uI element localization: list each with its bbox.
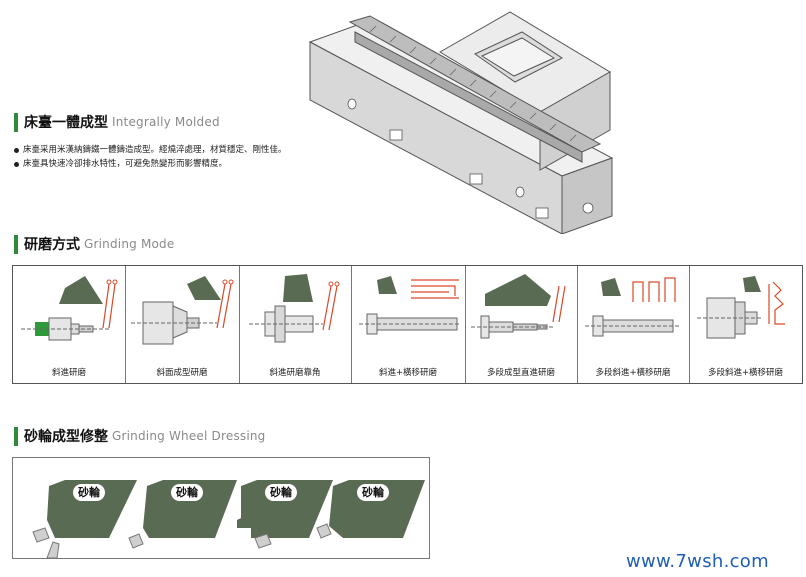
section-title-grinding: 研磨方式 Grinding Mode bbox=[14, 234, 174, 254]
wheel-label: 砂輪 bbox=[357, 484, 389, 501]
grinding-mode-label: 斜面成型研磨 bbox=[156, 368, 208, 378]
section-accent-bar bbox=[14, 426, 18, 446]
section-title-zh: 研磨方式 bbox=[24, 237, 80, 253]
grinding-mode-label: 多段斜進+橫移研磨 bbox=[707, 368, 784, 378]
grinding-mode-illustration bbox=[131, 276, 234, 345]
wheel-label: 砂輪 bbox=[73, 484, 105, 501]
grinding-mode-illustration bbox=[471, 274, 566, 339]
section-title-en: Grinding Mode bbox=[84, 237, 175, 251]
grinding-mode-panel: 斜進研磨 斜面成型研磨 斜進研磨靠角 bbox=[12, 265, 803, 384]
bullet-dot-icon bbox=[14, 161, 19, 167]
grinding-mode-cell: 斜進+橫移研磨 bbox=[351, 266, 466, 383]
wheel-dressing-illustration bbox=[32, 480, 425, 558]
wheel-dressing-panel: 砂輪 砂輪 砂輪 砂輪 bbox=[12, 457, 430, 559]
section-title-en: Integrally Molded bbox=[112, 115, 220, 129]
grinding-mode-illustration bbox=[697, 276, 785, 339]
grinding-mode-cell: 多段斜進+橫移研磨 bbox=[689, 266, 802, 383]
bullet-dot-icon bbox=[14, 147, 19, 153]
bullet-item: 床臺具快速冷卻排水特性，可避免熱變形而影響精度。 bbox=[14, 157, 287, 171]
section-title-dressing: 砂輪成型修整 Grinding Wheel Dressing bbox=[14, 426, 266, 446]
molded-bullet-list: 床臺采用米漢納鑄鐵一體鑄造成型。經燒淬處理，材質穩定、剛性佳。 床臺具快速冷卻排… bbox=[14, 143, 287, 171]
grinding-mode-label: 斜進研磨靠角 bbox=[269, 368, 321, 378]
section-title-molded: 床臺一體成型 Integrally Molded bbox=[14, 112, 220, 132]
section-title-zh: 砂輪成型修整 bbox=[24, 429, 108, 445]
watermark-site-link[interactable]: www.7wsh.com bbox=[626, 551, 769, 572]
grinding-mode-cell: 斜進研磨靠角 bbox=[239, 266, 352, 383]
grinding-mode-illustration bbox=[21, 276, 118, 341]
grinding-mode-label: 多段斜進+橫移研磨 bbox=[595, 368, 671, 378]
grinding-mode-illustration bbox=[585, 277, 679, 337]
grinding-mode-cell: 多段成型直進研磨 bbox=[465, 266, 578, 383]
grinding-mode-label: 多段成型直進研磨 bbox=[486, 368, 555, 378]
grinding-mode-label: 斜進+橫移研磨 bbox=[378, 368, 438, 378]
section-accent-bar bbox=[14, 234, 18, 254]
section-title-zh: 床臺一體成型 bbox=[24, 115, 108, 131]
section-title-en: Grinding Wheel Dressing bbox=[112, 429, 266, 443]
grinding-mode-illustration bbox=[359, 276, 459, 335]
grinding-mode-illustration bbox=[249, 274, 340, 343]
grinding-mode-cell: 斜面成型研磨 bbox=[125, 266, 240, 383]
machine-bed-illustration bbox=[308, 11, 614, 234]
wheel-label: 砂輪 bbox=[265, 484, 297, 501]
bullet-item: 床臺采用米漢納鑄鐵一體鑄造成型。經燒淬處理，材質穩定、剛性佳。 bbox=[14, 143, 287, 157]
grinding-mode-cell: 斜進研磨 bbox=[13, 266, 126, 383]
section-accent-bar bbox=[14, 112, 18, 132]
grinding-mode-cell: 多段斜進+橫移研磨 bbox=[577, 266, 690, 383]
grinding-mode-label: 斜進研磨 bbox=[51, 368, 86, 378]
wheel-label: 砂輪 bbox=[171, 484, 203, 501]
